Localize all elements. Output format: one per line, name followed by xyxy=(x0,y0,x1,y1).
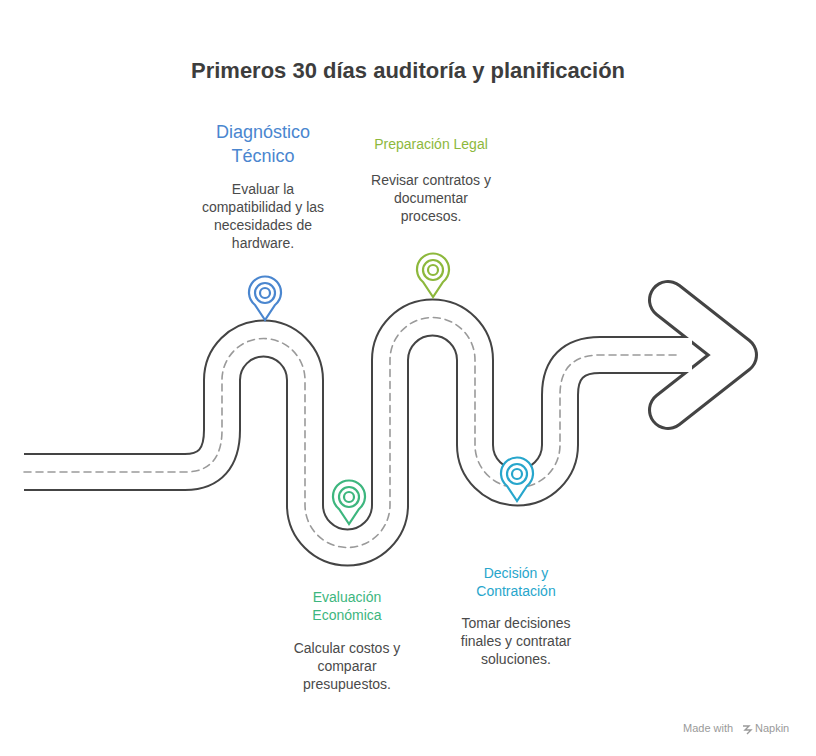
road-surface xyxy=(24,318,692,548)
milestone-heading: Diagnóstico Técnico xyxy=(193,120,333,168)
milestone-text: Evaluación EconómicaCalcular costos y co… xyxy=(283,588,411,693)
pin-marker xyxy=(249,277,281,320)
milestone-description: Revisar contratos y documentar procesos. xyxy=(363,171,499,225)
pin-marker xyxy=(417,254,449,297)
milestone-text: Diagnóstico TécnicoEvaluar la compatibil… xyxy=(188,120,338,252)
pin-marker xyxy=(501,458,533,501)
arrowhead-surface xyxy=(668,300,738,410)
watermark-text: Napkin xyxy=(755,722,789,734)
milestone-heading: Evaluación Económica xyxy=(297,588,397,624)
milestone-text: Preparación LegalRevisar contratos y doc… xyxy=(356,135,506,225)
napkin-logo xyxy=(743,726,751,734)
milestone-description: Calcular costos y comparar presupuestos. xyxy=(283,639,411,693)
watermark-text: Made with xyxy=(683,722,733,734)
road-dashes xyxy=(24,318,680,548)
milestone-text: Decisión y ContrataciónTomar decisiones … xyxy=(448,564,584,668)
milestone-description: Tomar decisiones finales y contratar sol… xyxy=(448,614,584,668)
milestone-heading: Preparación Legal xyxy=(356,135,506,153)
diagram-title: Primeros 30 días auditoría y planificaci… xyxy=(0,58,816,84)
milestone-heading: Decisión y Contratación xyxy=(461,564,571,600)
pin-marker xyxy=(333,481,365,524)
milestone-description: Evaluar la compatibilidad y las necesida… xyxy=(188,180,338,252)
